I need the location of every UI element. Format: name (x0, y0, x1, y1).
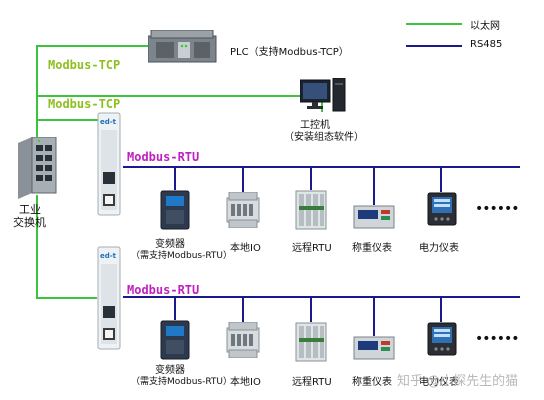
weighing-meter-icon (353, 336, 395, 364)
row1-device-note-0: （需支持Modbus-RTU） (131, 377, 233, 387)
row0-device-note-0: （需支持Modbus-RTU） (131, 251, 233, 261)
protocol-label-rtu-top: Modbus-RTU (127, 150, 200, 164)
gateway-bottom-icon (97, 246, 121, 354)
legend-ethernet-label: 以太网 (470, 21, 500, 32)
row0-device-name-0: 变频器 (155, 239, 185, 250)
ethernet-to-gateway-bottom (36, 195, 97, 299)
ipc-subtitle: （安装组态软件） (284, 132, 364, 143)
row0-device-name-1: 本地IO (230, 243, 261, 254)
ipc-icon (299, 77, 346, 118)
row0-device-name-2: 远程RTU (292, 243, 332, 254)
gateway-top-logo: ed-t (100, 118, 117, 126)
row0-more-devices: •••••• (475, 201, 520, 217)
inverter-icon (160, 190, 190, 234)
protocol-label-rtu-bottom: Modbus-RTU (127, 283, 200, 297)
row1-device-name-3: 称重仪表 (352, 377, 392, 388)
plc-label: PLC（支持Modbus-TCP） (230, 47, 349, 58)
row1-device-name-1: 本地IO (230, 377, 261, 388)
remote-rtu-icon (295, 190, 327, 234)
gateway-bottom-logo: ed-t (100, 252, 117, 260)
row0-device-name-4: 电力仪表 (419, 243, 459, 254)
ethernet-to-plc (36, 45, 148, 140)
legend-rs485-label: RS485 (470, 39, 503, 50)
local-io-icon (226, 191, 260, 232)
row1-more-devices: •••••• (475, 331, 520, 347)
row0-device-name-3: 称重仪表 (352, 243, 392, 254)
inverter-icon (160, 320, 190, 364)
weighing-meter-icon (353, 205, 395, 233)
gateway-top-icon (97, 112, 121, 220)
watermark: 知乎 @小探先生的猫 (397, 374, 519, 389)
power-meter-icon (427, 322, 457, 360)
local-io-icon (226, 321, 260, 362)
power-meter-icon (427, 192, 457, 230)
remote-rtu-icon (295, 322, 327, 366)
industrial-switch-icon (18, 136, 58, 203)
plc-device-icon (147, 29, 218, 68)
protocol-label-tcp-top: Modbus-TCP (48, 58, 121, 72)
protocol-label-tcp-second: Modbus-TCP (48, 97, 121, 111)
switch-label-line2: 交换机 (13, 216, 46, 229)
row1-device-name-4: 电力仪表 (419, 377, 459, 388)
row1-device-name-0: 变频器 (155, 365, 185, 376)
ipc-title: 工控机 (300, 120, 330, 131)
switch-label-line1: 工业 (19, 203, 41, 216)
row1-device-name-2: 远程RTU (292, 377, 332, 388)
